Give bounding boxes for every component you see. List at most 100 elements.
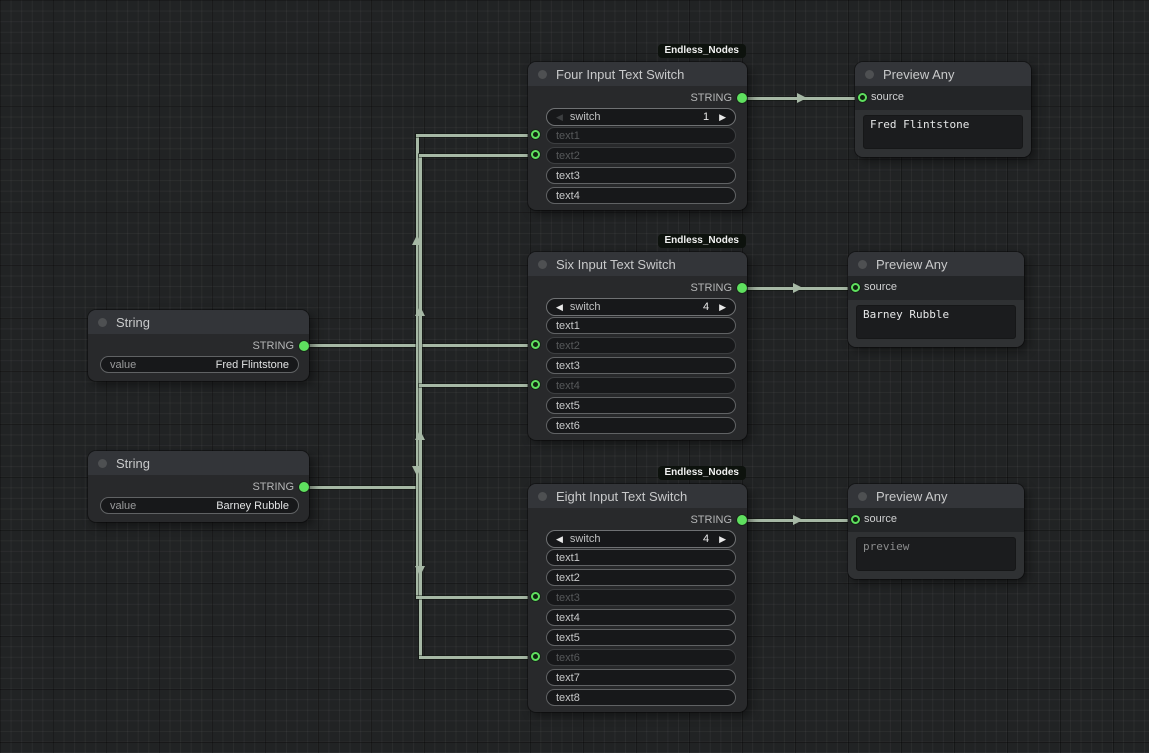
widget-text6[interactable]: text6 <box>546 417 736 434</box>
switch-widget[interactable]: ◀ switch 4 ▶ <box>546 530 736 548</box>
output-label: STRING <box>252 481 294 493</box>
node-title-bar[interactable]: Four Input Text Switch <box>528 62 747 86</box>
preview-widget-area: Fred Flintstone <box>855 110 1031 157</box>
node-title-bar[interactable]: String <box>88 310 309 334</box>
output-port[interactable] <box>299 341 309 351</box>
collapse-dot-icon[interactable] <box>538 259 547 269</box>
node-preview-any-2[interactable]: Preview Any source Barney Rubble <box>848 252 1024 347</box>
widget-text4[interactable]: text4 <box>546 377 736 394</box>
node-source-badge: Endless_Nodes <box>657 466 746 480</box>
widget-label: text2 <box>556 571 580 584</box>
node-title-bar[interactable]: Eight Input Text Switch <box>528 484 747 508</box>
output-label: STRING <box>690 282 732 294</box>
preview-textarea[interactable]: Barney Rubble <box>856 305 1016 339</box>
widget-text3[interactable]: text3 <box>546 167 736 184</box>
widget-label: value <box>110 499 137 512</box>
node-preview-any-1[interactable]: Preview Any source Fred Flintstone <box>855 62 1031 157</box>
input-port-text2[interactable] <box>531 150 540 159</box>
input-label: source <box>871 91 905 103</box>
widget-text4[interactable]: text4 <box>546 187 736 204</box>
node-four-input-text-switch[interactable]: Endless_Nodes Four Input Text Switch STR… <box>528 44 747 210</box>
widget-text7[interactable]: text7 <box>546 669 736 686</box>
preview-textarea[interactable]: Fred Flintstone <box>863 115 1023 149</box>
widget-text1[interactable]: text1 <box>546 549 736 566</box>
collapse-dot-icon[interactable] <box>98 458 107 468</box>
input-label: source <box>864 281 898 293</box>
node-six-input-text-switch[interactable]: Endless_Nodes Six Input Text Switch STRI… <box>528 234 747 440</box>
widget-label: text4 <box>556 379 580 392</box>
widget-text5[interactable]: text5 <box>546 397 736 414</box>
value-widget[interactable]: value Barney Rubble <box>100 497 299 514</box>
widget-text1[interactable]: text1 <box>546 317 736 334</box>
widget-label: text8 <box>556 691 580 704</box>
switch-value: 4 <box>702 301 710 313</box>
wire-barney-out <box>305 486 422 489</box>
output-port[interactable] <box>299 482 309 492</box>
node-title-bar[interactable]: String <box>88 451 309 475</box>
widget-text1[interactable]: text1 <box>546 127 736 144</box>
widget-label: text1 <box>556 129 580 142</box>
widget-text3[interactable]: text3 <box>546 357 736 374</box>
switch-widget[interactable]: ◀ switch 4 ▶ <box>546 298 736 316</box>
widget-label: text2 <box>556 149 580 162</box>
node-preview-any-3[interactable]: Preview Any source preview <box>848 484 1024 579</box>
input-port-source[interactable] <box>851 515 860 524</box>
output-label: STRING <box>252 340 294 352</box>
node-string-1[interactable]: String STRING value Fred Flintstone <box>88 310 309 381</box>
decrement-arrow-icon[interactable]: ◀ <box>556 533 563 544</box>
node-title-bar[interactable]: Preview Any <box>848 484 1024 508</box>
switch-value: 1 <box>702 111 710 123</box>
node-eight-input-text-switch[interactable]: Endless_Nodes Eight Input Text Switch ST… <box>528 466 747 712</box>
increment-arrow-icon[interactable]: ▶ <box>719 533 726 544</box>
node-title-bar[interactable]: Preview Any <box>848 252 1024 276</box>
widget-label: text2 <box>556 339 580 352</box>
widget-label: text4 <box>556 611 580 624</box>
widget-label: text3 <box>556 169 580 182</box>
node-string-2[interactable]: String STRING value Barney Rubble <box>88 451 309 522</box>
collapse-dot-icon[interactable] <box>538 69 547 79</box>
node-title: Preview Any <box>876 256 948 272</box>
widget-label: text5 <box>556 399 580 412</box>
preview-textarea[interactable]: preview <box>856 537 1016 571</box>
collapse-dot-icon[interactable] <box>858 491 867 501</box>
input-port-text4[interactable] <box>531 380 540 389</box>
input-port-text6[interactable] <box>531 652 540 661</box>
collapse-dot-icon[interactable] <box>858 259 867 269</box>
node-title: String <box>116 314 150 330</box>
widget-text4[interactable]: text4 <box>546 609 736 626</box>
output-port[interactable] <box>737 515 747 525</box>
node-title-bar[interactable]: Preview Any <box>855 62 1031 86</box>
increment-arrow-icon[interactable]: ▶ <box>719 301 726 312</box>
widget-text2[interactable]: text2 <box>546 569 736 586</box>
collapse-dot-icon[interactable] <box>865 69 874 79</box>
widget-text2[interactable]: text2 <box>546 147 736 164</box>
wire-to-eight-text6 <box>419 656 537 659</box>
node-title: Six Input Text Switch <box>556 256 676 272</box>
node-title-bar[interactable]: Six Input Text Switch <box>528 252 747 276</box>
collapse-dot-icon[interactable] <box>98 317 107 327</box>
widget-text8[interactable]: text8 <box>546 689 736 706</box>
widget-text2[interactable]: text2 <box>546 337 736 354</box>
decrement-arrow-icon[interactable]: ◀ <box>556 111 563 122</box>
widget-text6[interactable]: text6 <box>546 649 736 666</box>
input-slot-row: source <box>848 276 1024 300</box>
input-port-text1[interactable] <box>531 130 540 139</box>
node-title: Four Input Text Switch <box>556 66 685 82</box>
input-port-text2[interactable] <box>531 340 540 349</box>
output-port[interactable] <box>737 93 747 103</box>
decrement-arrow-icon[interactable]: ◀ <box>556 301 563 312</box>
switch-widget[interactable]: ◀ switch 1 ▶ <box>546 108 736 126</box>
value-widget[interactable]: value Fred Flintstone <box>100 356 299 373</box>
input-port-text3[interactable] <box>531 592 540 601</box>
input-port-source[interactable] <box>858 93 867 102</box>
widget-label: text4 <box>556 189 580 202</box>
widget-text5[interactable]: text5 <box>546 629 736 646</box>
increment-arrow-icon[interactable]: ▶ <box>719 111 726 122</box>
wire-to-eight-text3 <box>416 596 537 599</box>
node-title: String <box>116 455 150 471</box>
input-port-source[interactable] <box>851 283 860 292</box>
collapse-dot-icon[interactable] <box>538 491 547 501</box>
output-port[interactable] <box>737 283 747 293</box>
widget-text3[interactable]: text3 <box>546 589 736 606</box>
